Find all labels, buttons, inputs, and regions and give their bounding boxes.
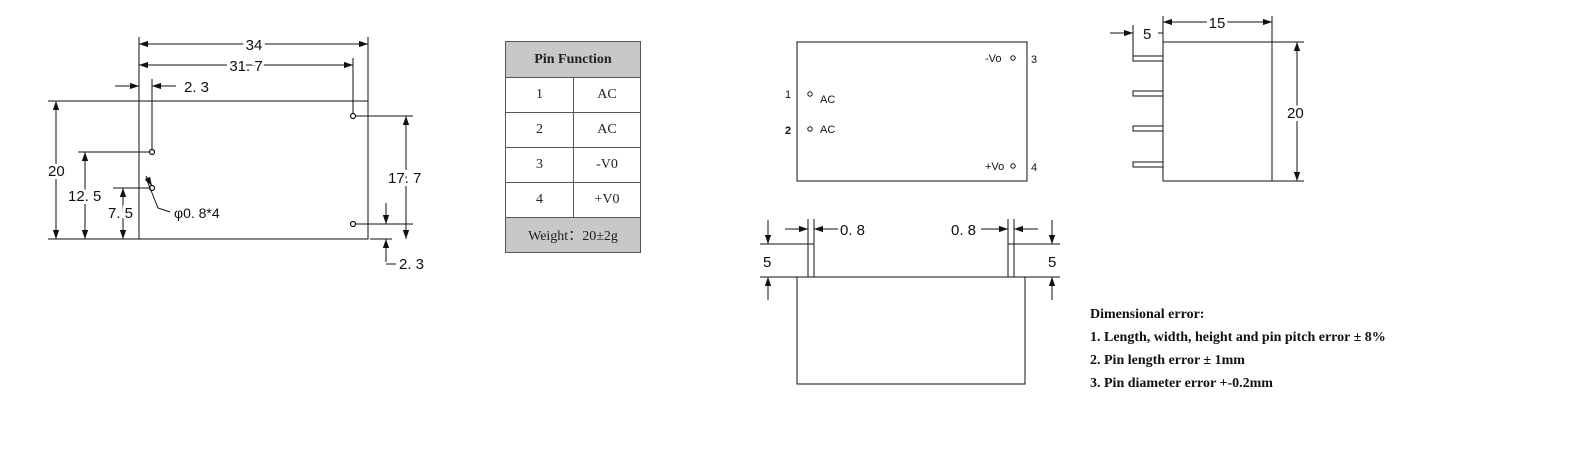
pin-table-header-row: Pin Function bbox=[505, 41, 641, 78]
side-view bbox=[1110, 16, 1304, 181]
dim-label-pin-span-right: 17. 7 bbox=[388, 170, 421, 187]
dim-label-pin-length-right: 5 bbox=[1048, 254, 1056, 271]
pin-table-footer-row: Weight：20±2g bbox=[505, 217, 641, 253]
pin-number-1: 1 bbox=[785, 89, 791, 101]
pin-dot-1 bbox=[808, 92, 812, 96]
dim-label-side-height: 20 bbox=[1287, 105, 1304, 122]
pin-dot-3 bbox=[1011, 56, 1015, 60]
side-view-body bbox=[1163, 42, 1272, 181]
dim-label-pin-length-left: 5 bbox=[763, 254, 771, 271]
pin-function-cell: +V0 bbox=[573, 182, 641, 218]
pin-label-3: -Vo bbox=[985, 53, 1002, 65]
dim-label-pin-width-left: 0. 8 bbox=[840, 222, 865, 239]
front-pin-left bbox=[808, 244, 814, 277]
pin-number-cell: 2 bbox=[505, 112, 574, 148]
pin-layout-labels: 1 AC 2 AC -Vo 3 +Vo 4 bbox=[785, 53, 1037, 174]
front-view-body bbox=[797, 277, 1025, 384]
pin-hole-3 bbox=[351, 114, 356, 119]
pin-function-cell: AC bbox=[573, 112, 641, 148]
dim-label-pin-offset-left: 2. 3 bbox=[184, 79, 209, 96]
leader-pin-diameter bbox=[146, 178, 170, 212]
pin-layout-body bbox=[797, 42, 1027, 181]
pin-number-3: 3 bbox=[1031, 54, 1037, 66]
pin-function-table: Pin Function 1 AC 2 AC 3 -V0 4 +V0 Weigh… bbox=[505, 41, 641, 253]
top-view bbox=[48, 37, 413, 264]
table-row: 3 -V0 bbox=[505, 147, 641, 183]
dim-label-side-pin-length: 5 bbox=[1143, 26, 1151, 43]
dimensional-error-notes: Dimensional error: 1. Length, width, hei… bbox=[1090, 303, 1386, 395]
pin-label-2: AC bbox=[820, 124, 835, 136]
note-item: 3. Pin diameter error +-0.2mm bbox=[1090, 376, 1273, 391]
top-view-body bbox=[139, 101, 368, 239]
pin-hole-1 bbox=[150, 150, 155, 155]
front-pin-right bbox=[1008, 244, 1014, 277]
dim-label-pin-width-right: 0. 8 bbox=[951, 222, 976, 239]
pin-label-1: AC bbox=[820, 94, 835, 106]
pin-table-header: Pin Function bbox=[505, 41, 641, 78]
note-item: 2. Pin length error ± 1mm bbox=[1090, 353, 1245, 368]
table-row: 2 AC bbox=[505, 112, 641, 148]
dim-label-pin1-height: 12. 5 bbox=[68, 188, 101, 205]
table-row: 1 AC bbox=[505, 77, 641, 113]
note-item: 1. Length, width, height and pin pitch e… bbox=[1090, 330, 1386, 345]
leader-arrow bbox=[144, 176, 152, 186]
pin-number-2: 2 bbox=[785, 125, 791, 137]
dim-label-width: 34 bbox=[246, 37, 263, 54]
pin-label-4: +Vo bbox=[985, 161, 1004, 173]
pin-number-4: 4 bbox=[1031, 162, 1037, 174]
dim-label-pin-span: 31. 7 bbox=[229, 58, 262, 75]
pin-function-cell: AC bbox=[573, 77, 641, 113]
pin-number-cell: 3 bbox=[505, 147, 574, 183]
dim-label-depth: 15 bbox=[1209, 15, 1226, 32]
pin-dot-2 bbox=[808, 127, 812, 131]
front-view-labels: 0. 8 0. 8 5 5 bbox=[760, 222, 1059, 274]
side-view-labels: 5 15 20 bbox=[1140, 12, 1307, 125]
front-view bbox=[760, 219, 1060, 384]
notes-title: Dimensional error: bbox=[1090, 307, 1205, 322]
side-pin-3 bbox=[1133, 126, 1163, 131]
pin-number-cell: 4 bbox=[505, 182, 574, 218]
pin-layout-view bbox=[797, 42, 1027, 181]
pin-hole-4 bbox=[351, 222, 356, 227]
dim-label-pin2-height: 7. 5 bbox=[108, 205, 133, 222]
pin-number-cell: 1 bbox=[505, 77, 574, 113]
side-pin-2 bbox=[1133, 91, 1163, 96]
weight-label: Weight：20±2g bbox=[505, 217, 641, 253]
side-pin-1 bbox=[1133, 56, 1163, 61]
table-row: 4 +V0 bbox=[505, 182, 641, 218]
top-view-labels: 34 31. 7 2. 3 20 12. 5 7. 5 17. 7 2. 3 φ… bbox=[45, 34, 424, 273]
dim-label-pin-offset-bottom: 2. 3 bbox=[399, 256, 424, 273]
pin-dot-4 bbox=[1011, 164, 1015, 168]
side-pin-4 bbox=[1133, 162, 1163, 167]
dim-label-pin-diameter: φ0. 8*4 bbox=[174, 205, 220, 221]
dim-label-height: 20 bbox=[48, 163, 65, 180]
pin-function-cell: -V0 bbox=[573, 147, 641, 183]
